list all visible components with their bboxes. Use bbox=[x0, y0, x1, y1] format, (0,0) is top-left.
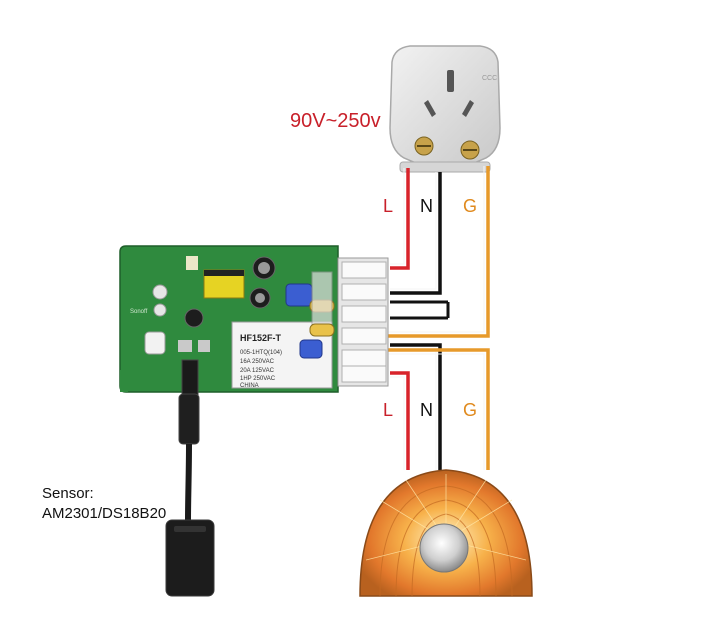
sensor-label: Sensor: AM2301/DS18B20 bbox=[42, 484, 166, 524]
svg-text:005-1HTQ(104): 005-1HTQ(104) bbox=[240, 350, 282, 356]
neutral-wire-out bbox=[390, 343, 442, 470]
wire-label-ground-in: G bbox=[463, 196, 478, 216]
wire-label-neutral-out: N bbox=[420, 400, 433, 420]
live-wire-out bbox=[390, 371, 410, 470]
sensor-cable bbox=[165, 393, 215, 597]
svg-text:Sonoff: Sonoff bbox=[130, 309, 148, 315]
sensor-label-line1: Sensor: bbox=[42, 485, 94, 502]
ground-wire-out bbox=[386, 348, 490, 470]
push-button bbox=[144, 331, 166, 355]
heater-center-cap bbox=[419, 523, 469, 573]
wire-label-neutral-in: N bbox=[420, 196, 433, 216]
svg-text:16A 250VAC: 16A 250VAC bbox=[240, 359, 275, 365]
svg-text:20A 125VAC: 20A 125VAC bbox=[240, 368, 275, 374]
plug-ground-slot bbox=[447, 70, 454, 92]
sonoff-circuit-board: HF152F-T 005-1HTQ(104) 16A 250VAC 20A 12… bbox=[119, 245, 389, 397]
wire-label-live-in: L bbox=[383, 196, 394, 216]
sensor-label-line2: AM2301/DS18B20 bbox=[42, 505, 167, 522]
input-wires bbox=[386, 166, 490, 338]
voltage-label: 90V~250v bbox=[290, 110, 381, 132]
sensor-probe bbox=[165, 519, 215, 597]
heater bbox=[359, 469, 533, 597]
power-plug: CCC bbox=[389, 45, 501, 173]
wire-label-live-out: L bbox=[383, 400, 394, 420]
output-wires bbox=[386, 343, 490, 470]
sensor-jack bbox=[181, 359, 199, 397]
svg-text:CHINA: CHINA bbox=[240, 383, 259, 389]
live-wire-in bbox=[390, 168, 410, 270]
svg-text:HF152F-T: HF152F-T bbox=[240, 333, 282, 343]
svg-text:1HP 250VAC: 1HP 250VAC bbox=[240, 376, 276, 382]
svg-text:CCC: CCC bbox=[482, 75, 497, 82]
neutral-wire-in bbox=[390, 172, 442, 295]
wire-label-ground-out: G bbox=[463, 400, 478, 420]
fuse bbox=[311, 271, 333, 333]
ground-wire-in bbox=[386, 166, 490, 338]
